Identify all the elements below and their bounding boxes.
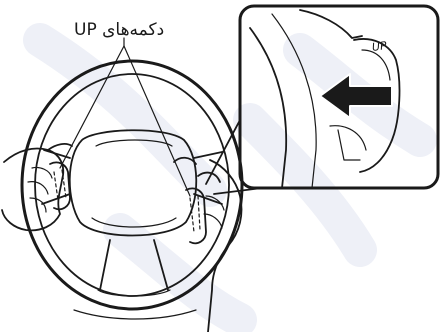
detail-inset [206, 6, 438, 194]
left-hand-icon [2, 144, 72, 230]
up-buttons-label: دکمه‌های UP [74, 20, 164, 40]
inset-up-mark: UP [371, 39, 387, 54]
